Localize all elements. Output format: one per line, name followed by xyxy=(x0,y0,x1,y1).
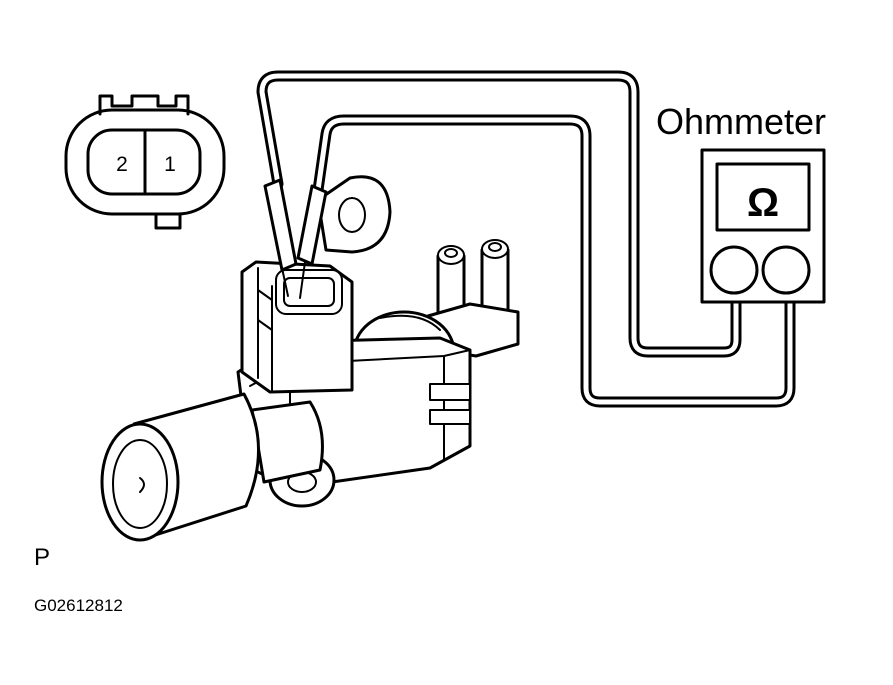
vacuum-switching-valve xyxy=(100,175,520,542)
test-lead-outer xyxy=(256,70,742,358)
test-lead-inner xyxy=(312,114,796,408)
pin-1-label: 1 xyxy=(164,153,176,176)
ohmmeter-label: Ohmmeter xyxy=(656,101,826,142)
connector-front-view: 2 1 xyxy=(64,94,226,230)
pin-2-label: 2 xyxy=(116,153,128,176)
meter-terminal-left xyxy=(709,245,759,295)
view-marker-label: P xyxy=(34,544,50,571)
ohmmeter-body xyxy=(700,148,826,304)
figure-code-label: G02612812 xyxy=(34,596,123,615)
meter-terminal-right xyxy=(761,245,811,295)
ohm-symbol: Ω xyxy=(747,181,779,225)
test-probes xyxy=(263,178,328,299)
